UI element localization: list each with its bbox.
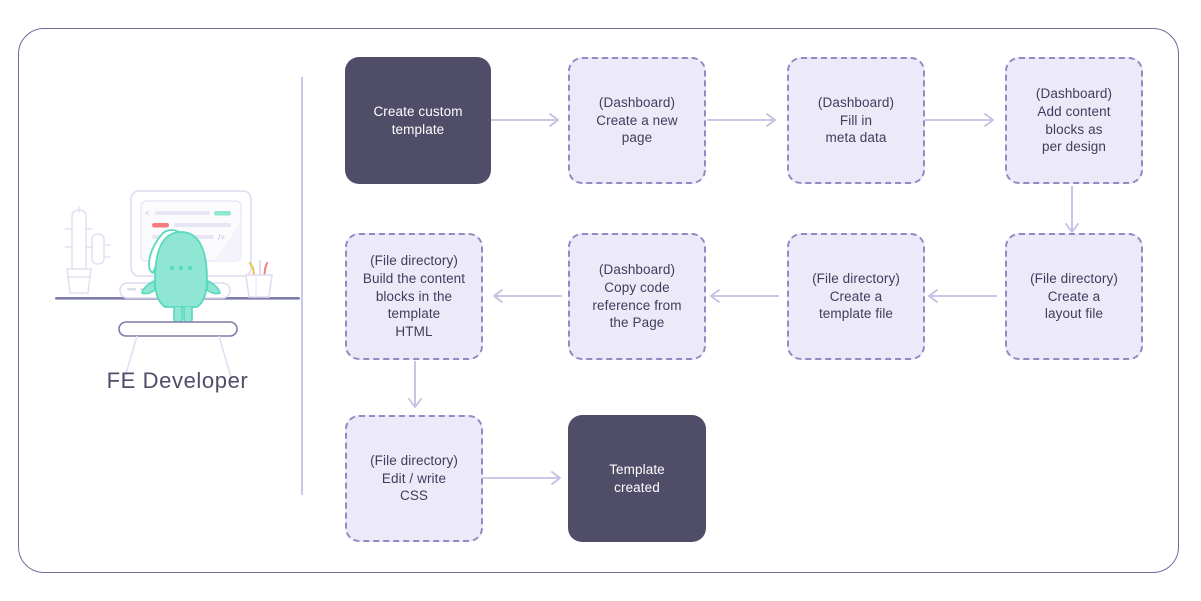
node-template-created[interactable]: Template created (568, 415, 706, 542)
persona-label: FE Developer (106, 368, 249, 393)
desk-front (118, 321, 238, 385)
node-file-directory-create-layout-file[interactable]: (File directory) Create a layout file (1005, 233, 1143, 360)
node-create-custom-template[interactable]: Create custom template (345, 57, 491, 184)
node-file-directory-edit-write-css[interactable]: (File directory) Edit / write CSS (345, 415, 483, 542)
svg-text:<: < (145, 209, 150, 218)
pen-holder-icon (245, 260, 273, 298)
node-dashboard-create-new-page[interactable]: (Dashboard) Create a new page (568, 57, 706, 184)
node-file-directory-build-content-blocks[interactable]: (File directory) Build the content block… (345, 233, 483, 360)
developer-at-desk-illustration: < /> (55, 185, 300, 400)
cactus-icon (64, 206, 111, 294)
node-dashboard-fill-in-meta-data[interactable]: (Dashboard) Fill in meta data (787, 57, 925, 184)
node-dashboard-add-content-blocks[interactable]: (Dashboard) Add content blocks as per de… (1005, 57, 1143, 184)
mint-character-icon (141, 229, 221, 324)
section-divider (301, 77, 303, 495)
node-dashboard-copy-code-reference[interactable]: (Dashboard) Copy code reference from the… (568, 233, 706, 360)
svg-text:/>: /> (218, 233, 225, 242)
node-file-directory-create-template-file[interactable]: (File directory) Create a template file (787, 233, 925, 360)
